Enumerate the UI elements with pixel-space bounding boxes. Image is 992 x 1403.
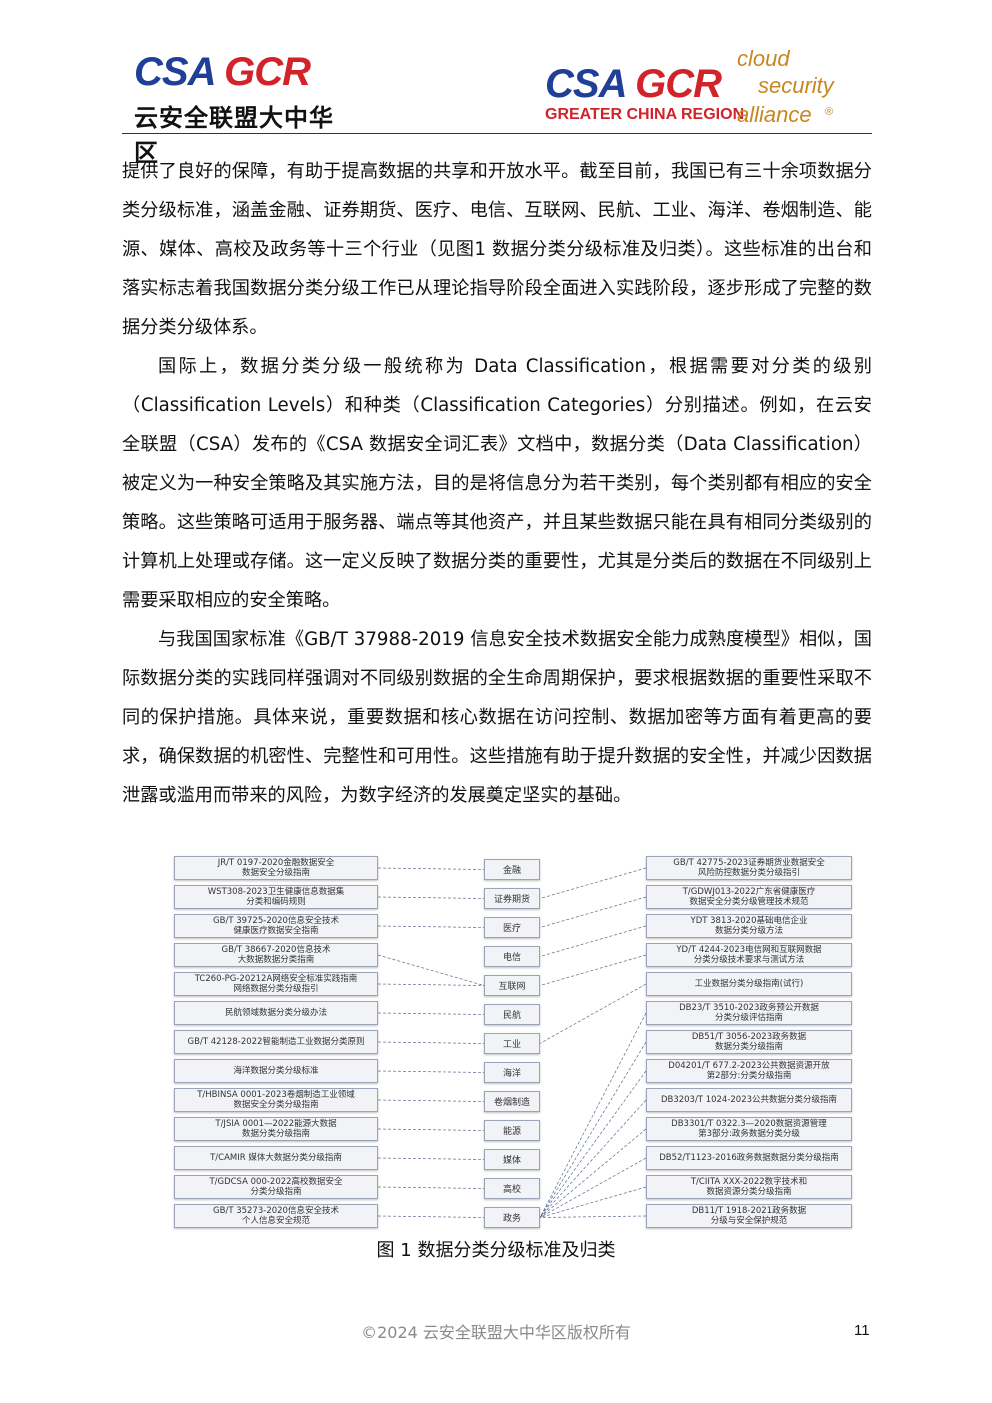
category-box: 证券期货 xyxy=(484,888,540,909)
right-standard-box: DB51/T 3056-2023政务数据 数据分类分级指南 xyxy=(646,1030,852,1054)
left-connector-line xyxy=(377,954,485,986)
left-standard-box: WST308-2023卫生健康信息数据集 分类和编码规则 xyxy=(174,885,378,909)
category-box: 工业 xyxy=(484,1033,540,1054)
figure-connector-lines xyxy=(377,867,647,1218)
category-box: 民航 xyxy=(484,1004,540,1025)
left-standard-box: TC260-PG-20212A网络安全标准实践指南 网络数据分类分级指引 xyxy=(174,972,378,996)
paragraph-1: 提供了良好的保障，有助于提高数据的共享和开放水平。截至目前，我国已有三十余项数据… xyxy=(122,161,872,338)
left-standard-box: T/JSIA 0001—2022能源大数据 数据分类分级指南 xyxy=(174,1117,378,1141)
left-standard-box: T/CAMIR 媒体大数据分类分级指南 xyxy=(174,1146,378,1170)
header-divider xyxy=(122,133,872,134)
category-box: 媒体 xyxy=(484,1149,540,1170)
right-logo: CSA GCR GREATER CHINA REGION cloud secur… xyxy=(545,46,845,130)
right-logo-wordmark: CSA GCR xyxy=(545,62,722,106)
left-logo: CSA GCR 云安全联盟大中华区 xyxy=(134,52,334,168)
right-standard-box: 工业数据分类分级指南(试行) xyxy=(646,972,852,996)
category-box: 互联网 xyxy=(484,975,540,996)
right-connector-line xyxy=(539,1215,647,1218)
right-connector-line xyxy=(539,983,647,1044)
footer-copyright: ©2024 云安全联盟大中华区版权所有 xyxy=(361,1323,631,1342)
left-connector-line xyxy=(377,1041,485,1044)
right-standard-box: YDT 3813-2020基础电信企业 数据分类分级方法 xyxy=(646,914,852,938)
right-connector-line xyxy=(539,925,647,957)
left-standard-box: 民航领域数据分类分级办法 xyxy=(174,1001,378,1025)
left-connector-line xyxy=(377,896,485,899)
right-standard-box: D04201/T 677.2-2023公共数据资源开放 第2部分:分类分级指南 xyxy=(646,1059,852,1083)
right-connector-line xyxy=(539,1128,647,1218)
right-standard-box: GB/T 42775-2023证券期货业数据安全 风险防控数据分类分级指引 xyxy=(646,856,852,880)
paragraph-3: 与我国国家标准《GB/T 37988-2019 信息安全技术数据安全能力成熟度模… xyxy=(122,629,872,806)
left-connector-line xyxy=(377,1012,485,1015)
category-box: 政务 xyxy=(484,1207,540,1228)
left-standard-box: GB/T 38667-2020信息技术 大数据数据分类指南 xyxy=(174,943,378,967)
category-box: 卷烟制造 xyxy=(484,1091,540,1112)
page-number: 11 xyxy=(854,1322,870,1339)
left-connector-line xyxy=(377,1215,485,1218)
figure-caption: 图 1 数据分类分级标准及归类 xyxy=(376,1240,616,1261)
left-connector-line xyxy=(377,1099,485,1102)
right-connector-line xyxy=(539,1070,647,1218)
right-standard-box: T/GDWJ013-2022广东省健康医疗 数据安全分类分级管理技术规范 xyxy=(646,885,852,909)
right-standard-box: DB3203/T 1024-2023公共数据分类分级指南 xyxy=(646,1088,852,1112)
left-connector-line xyxy=(377,1186,485,1189)
left-connector-line xyxy=(377,1128,485,1131)
left-connector-line xyxy=(377,1070,485,1073)
left-standard-box: GB/T 42128-2022智能制造工业数据分类原则 xyxy=(174,1030,378,1054)
right-standard-box: DB23/T 3510-2023政务预公开数据 分类分级评估指南 xyxy=(646,1001,852,1025)
right-connector-line xyxy=(539,867,647,899)
right-connector-line xyxy=(539,1186,647,1218)
right-logo-alliance: alliance xyxy=(737,102,812,127)
right-connector-line xyxy=(539,1012,647,1218)
left-standard-box: JR/T 0197-2020金融数据安全 数据安全分级指南 xyxy=(174,856,378,880)
right-connector-line xyxy=(539,1099,647,1218)
right-logo-cloud: cloud xyxy=(737,46,790,71)
category-box: 海洋 xyxy=(484,1062,540,1083)
right-standard-box: T/CIITA XXX-2022数字技术和 数据资源分类分级指南 xyxy=(646,1175,852,1199)
right-connector-line xyxy=(539,1041,647,1218)
right-logo-region: GREATER CHINA REGION xyxy=(545,106,745,123)
left-standard-box: GB/T 35273-2020信息安全技术 个人信息安全规范 xyxy=(174,1204,378,1228)
right-connector-line xyxy=(539,896,647,928)
right-standard-box: DB3301/T 0322.3—2020数据资源管理 第3部分:政务数据分类分级 xyxy=(646,1117,852,1141)
category-box: 医疗 xyxy=(484,917,540,938)
right-standard-box: DB11/T 1918-2021政务数据 分级与安全保护规范 xyxy=(646,1204,852,1228)
category-box: 电信 xyxy=(484,946,540,967)
left-connector-line xyxy=(377,867,485,870)
category-box: 金融 xyxy=(484,859,540,880)
right-connector-line xyxy=(539,1157,647,1218)
left-standard-box: 海洋数据分类分级标准 xyxy=(174,1059,378,1083)
right-connector-line xyxy=(539,954,647,986)
left-logo-wordmark: CSA GCR xyxy=(134,50,311,94)
right-logo-registered: ® xyxy=(825,106,834,118)
left-standard-box: T/HBINSA 0001-2023卷烟制造工业领域 数据安全分类分级指南 xyxy=(174,1088,378,1112)
left-connector-line xyxy=(377,1157,485,1160)
left-standard-box: GB/T 39725-2020信息安全技术 健康医疗数据安全指南 xyxy=(174,914,378,938)
paragraph-2: 国际上，数据分类分级一般统称为 Data Classification，根据需要… xyxy=(122,356,872,611)
classification-figure: 金融证券期货医疗电信互联网民航工业海洋卷烟制造能源媒体高校政务 JR/T 0197… xyxy=(170,850,854,1230)
category-box: 能源 xyxy=(484,1120,540,1141)
left-standard-box: T/GDCSA 000-2022高校数据安全 分类分级指南 xyxy=(174,1175,378,1199)
right-logo-security: security xyxy=(758,73,834,98)
right-standard-box: DB52/T1123-2016政务数据数据分类分级指南 xyxy=(646,1146,852,1170)
right-standard-box: YD/T 4244-2023电信网和互联网数据 分类分级技术要求与测试方法 xyxy=(646,943,852,967)
left-connector-line xyxy=(377,925,485,928)
category-box: 高校 xyxy=(484,1178,540,1199)
left-connector-line xyxy=(377,983,485,986)
left-logo-chinese: 云安全联盟大中华区 xyxy=(134,104,334,167)
